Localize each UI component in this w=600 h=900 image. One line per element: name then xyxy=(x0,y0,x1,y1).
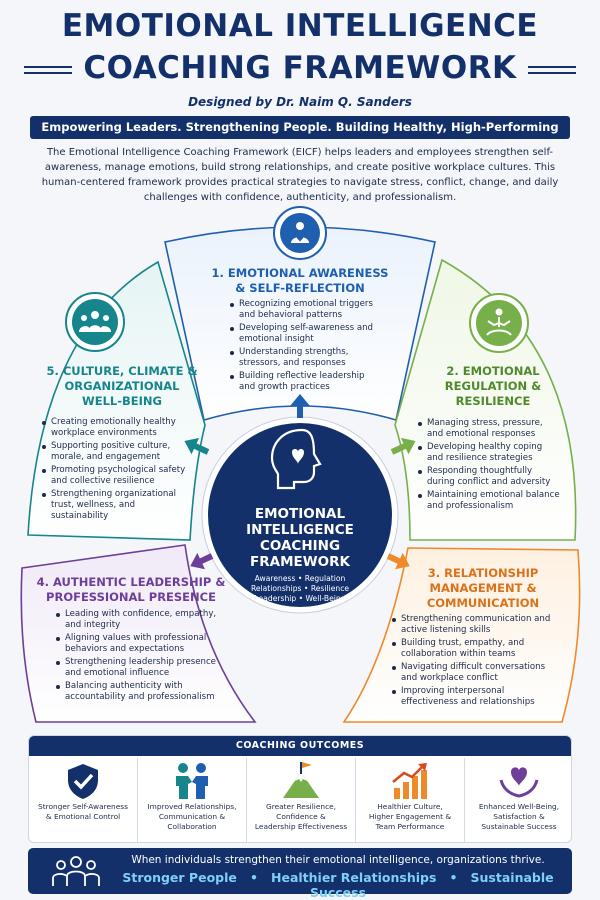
list-item: Strengthening communication and active l… xyxy=(392,614,562,636)
list-item: Promoting psychological safety and colle… xyxy=(42,465,194,487)
arrow-left xyxy=(184,437,210,455)
arrow-up xyxy=(290,394,310,418)
mountain-flag-icon xyxy=(283,762,319,798)
section-4-panel xyxy=(20,544,257,723)
list-item: Supporting positive culture, morale, and… xyxy=(42,441,194,463)
list-item: Recognizing emotional triggers and behav… xyxy=(230,299,378,321)
growth-chart-icon xyxy=(392,763,427,799)
arrow-bottom-right xyxy=(386,552,410,570)
team-icon xyxy=(79,311,111,332)
list-item: Developing self-awareness and emotional … xyxy=(230,323,378,345)
list-item: Understanding strengths, stressors, and … xyxy=(230,347,378,369)
list-item: Balancing authenticity with accountabili… xyxy=(56,681,226,703)
outcome-item: Improved Relationships, Communication & … xyxy=(138,758,247,842)
section-3-title: 3. RELATIONSHIP MANAGEMENT & COMMUNICATI… xyxy=(426,566,540,610)
decorative-rule-left xyxy=(24,66,72,74)
list-item: Strengthening organizational trust, well… xyxy=(42,489,194,522)
user-heart-icon xyxy=(291,222,309,243)
list-item: Improving interpersonal effectiveness an… xyxy=(392,686,562,708)
section-4-list: Leading with confidence, empathy, and in… xyxy=(56,609,226,705)
center-keywords: Awareness • Regulation Relationships • R… xyxy=(250,574,350,603)
section-2-title: 2. EMOTIONAL REGULATION & RESILIENCE xyxy=(444,364,542,408)
shield-check-icon xyxy=(68,764,98,799)
outcomes-row: Stronger Self-Awareness & Emotional Cont… xyxy=(29,758,571,842)
center-title: EMOTIONAL INTELLIGENCE COACHING FRAMEWOR… xyxy=(246,506,354,570)
head-heart-icon xyxy=(270,428,322,490)
list-item: Managing stress, pressure, and emotional… xyxy=(418,418,560,440)
meditation-icon xyxy=(486,308,512,336)
footer-phrases: Stronger People • Healthier Relationship… xyxy=(122,870,554,900)
list-item: Leading with confidence, empathy, and in… xyxy=(56,609,226,631)
group-icon xyxy=(52,856,100,886)
outcome-item: Greater Resilience, Confidence & Leaders… xyxy=(247,758,356,842)
hands-heart-icon xyxy=(499,767,539,798)
outcomes-heading: COACHING OUTCOMES xyxy=(29,736,571,756)
people-handshake-icon xyxy=(176,763,208,799)
section-1-list: Recognizing emotional triggers and behav… xyxy=(230,299,378,395)
tagline-banner: Empowering Leaders. Strengthening People… xyxy=(30,116,570,157)
list-item: Building reflective leadership and growt… xyxy=(230,371,378,393)
arrow-bottom-left xyxy=(190,552,214,570)
list-item: Navigating difficult conversations and w… xyxy=(392,662,562,684)
outcome-item: Enhanced Well-Being, Satisfaction & Sust… xyxy=(465,758,571,842)
center-circle xyxy=(208,423,392,607)
footer-banner: When individuals strengthen their emotio… xyxy=(28,848,572,900)
list-item: Strengthening leadership presence and em… xyxy=(56,657,226,679)
outcome-item: Stronger Self-Awareness & Emotional Cont… xyxy=(29,758,138,842)
arrow-right xyxy=(390,437,416,455)
section-3-list: Strengthening communication and active l… xyxy=(392,614,562,710)
intro-paragraph: The Emotional Intelligence Coaching Fram… xyxy=(41,147,559,203)
title-line-2: COACHING FRAMEWORK xyxy=(83,50,517,86)
section-5-title: 5. CULTURE, CLIMATE & ORGANIZATIONAL WEL… xyxy=(46,364,198,408)
designer-credit: Designed by Dr. Naim Q. Sanders xyxy=(188,95,412,109)
list-item: Aligning values with professional behavi… xyxy=(56,633,226,655)
section-4-title: 4. AUTHENTIC LEADERSHIP & PROFESSIONAL P… xyxy=(36,575,226,604)
outcome-item: Healthier Culture, Higher Engagement & T… xyxy=(356,758,465,842)
section-1-title: 1. EMOTIONAL AWARENESS & SELF-REFLECTION xyxy=(211,266,389,295)
decorative-rule-right xyxy=(528,66,576,74)
list-item: Developing healthy coping and resilience… xyxy=(418,442,560,464)
section-2-list: Managing stress, pressure, and emotional… xyxy=(418,418,560,514)
coaching-outcomes-panel: COACHING OUTCOMES Stronger Self-Awarenes… xyxy=(28,735,572,843)
list-item: Building trust, empathy, and collaborati… xyxy=(392,638,562,660)
list-item: Maintaining emotional balance and profes… xyxy=(418,490,560,512)
title-line-1: EMOTIONAL INTELLIGENCE xyxy=(61,8,539,44)
footer-statement: When individuals strengthen their emotio… xyxy=(131,854,545,866)
list-item: Responding thoughtfully during conflict … xyxy=(418,466,560,488)
section-5-list: Creating emotionally healthy workplace e… xyxy=(42,417,194,524)
section-1-panel xyxy=(164,226,436,422)
section-3-panel xyxy=(342,547,581,723)
list-item: Creating emotionally healthy workplace e… xyxy=(42,417,194,439)
